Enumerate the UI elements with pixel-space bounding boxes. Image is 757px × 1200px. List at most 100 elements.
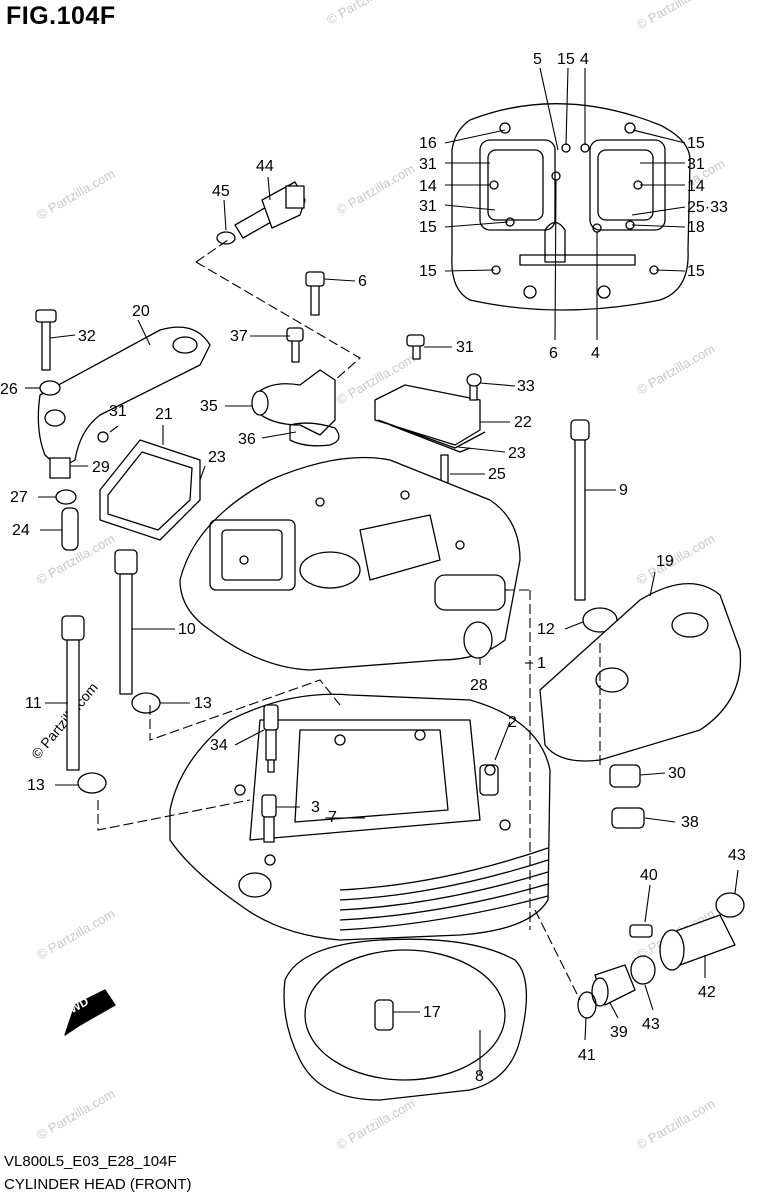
callout-28: 28 [470,677,488,694]
figure-name: CYLINDER HEAD (FRONT) [4,1176,192,1193]
callout-3: 3 [311,799,320,816]
callout-29: 29 [92,459,110,476]
callout-15: 15 [419,219,437,236]
callout-37: 37 [230,328,248,345]
watermark: © Partzilla.com [334,161,417,218]
callout-15: 15 [687,263,705,280]
watermark: © Partzilla.com [634,1096,717,1153]
callout-6: 6 [358,273,367,290]
leader-lines [25,67,739,1075]
callout-20: 20 [132,303,150,320]
callout-11: 11 [25,695,42,712]
callout-23: 23 [208,449,226,466]
callout-40: 40 [640,867,658,884]
bracket-20 [35,309,211,551]
callout-2: 2 [508,714,517,731]
washer-13 [131,692,161,714]
spark-plug-34 [263,704,279,773]
callout-25: 25 [488,466,506,483]
head-gasket-8 [283,938,528,1101]
callout-33: 33 [517,378,535,395]
watermark-dark: © Partzilla.com [28,679,101,762]
callout-16: 16 [419,135,437,152]
callout-31: 31 [419,156,437,173]
callout-32: 32 [78,328,96,345]
callout-44: 44 [256,158,274,175]
callout-17: 17 [423,1004,441,1021]
callout-6: 6 [549,345,558,362]
callout-27: 27 [10,489,28,506]
callout-4: 4 [591,345,600,362]
cover-21 [97,431,201,541]
callout-10: 10 [178,621,196,638]
watermark: © Partzilla.com [34,906,117,963]
callout-23: 23 [508,445,526,462]
watermark: © Partzilla.com [634,0,717,33]
watermark: © Partzilla.com [334,1096,417,1153]
callout-22: 22 [514,414,532,431]
callout-18: 18 [687,219,705,236]
watermark: © Partzilla.com [634,341,717,398]
callout-42: 42 [698,984,716,1001]
water-outlet-35 [251,271,340,447]
fwd-arrow-icon [64,989,116,1036]
callout-15: 15 [687,135,705,152]
callout-41: 41 [578,1047,596,1064]
grommet-30 [609,764,645,829]
callout-15: 15 [419,263,437,280]
callout-36: 36 [238,431,256,448]
callout-43: 43 [642,1016,660,1033]
head-cover-gasket [179,456,521,671]
callout-34: 34 [210,737,228,754]
cam-cap-28 [434,574,506,659]
bolt-11 [61,615,85,771]
callout-45: 45 [212,183,230,200]
callout-4: 4 [580,51,589,68]
figure-title: FIG.104F [6,2,116,30]
bolt-9 [570,419,590,601]
figure-code: VL800L5_E03_E28_104F [4,1153,177,1170]
callout-14: 14 [687,178,705,195]
callout-5: 5 [533,51,542,68]
callout-9: 9 [619,482,628,499]
head-top-view [451,103,691,311]
callout-12: 12 [537,621,555,638]
sensor-44 [234,181,306,239]
callout-31: 31 [419,198,437,215]
callout-7: 7 [328,809,337,826]
callout-1: 1 [537,655,546,672]
callout-35: 35 [200,398,218,415]
callout-21: 21 [155,406,173,423]
watermark: © Partzilla.com [634,531,717,588]
spark-plug-3 [261,794,277,843]
watermark: © Partzilla.com [34,1086,117,1143]
bolt-10 [114,549,138,695]
callout-labels: 5 15 4 16 31 14 31 15 15 15 31 14 25·33 … [0,51,746,1085]
joint-39 [577,924,656,1019]
callout-38: 38 [681,814,699,831]
callout-31: 31 [456,339,474,356]
washer-13b [77,772,107,794]
o-ring-45 [216,231,236,245]
callout-43: 43 [728,847,746,864]
callout-24: 24 [12,522,30,539]
callout-31: 31 [109,403,127,420]
watermark: © Partzilla.com [34,166,117,223]
cylinder-head-1 [169,693,551,941]
callout-25-33: 25·33 [687,199,728,216]
callout-39: 39 [610,1024,628,1041]
side-cover-19 [539,583,742,762]
watermark: © Partzilla.com [324,0,407,28]
callout-15: 15 [557,51,575,68]
callout-8: 8 [475,1068,484,1085]
callout-26: 26 [0,381,18,398]
callout-30: 30 [668,765,686,782]
callout-13: 13 [194,695,212,712]
cover-22 [374,334,486,496]
callout-14: 14 [419,178,437,195]
intake-pipe-42 [659,892,745,971]
callout-31: 31 [687,156,705,173]
callout-19: 19 [656,553,674,570]
